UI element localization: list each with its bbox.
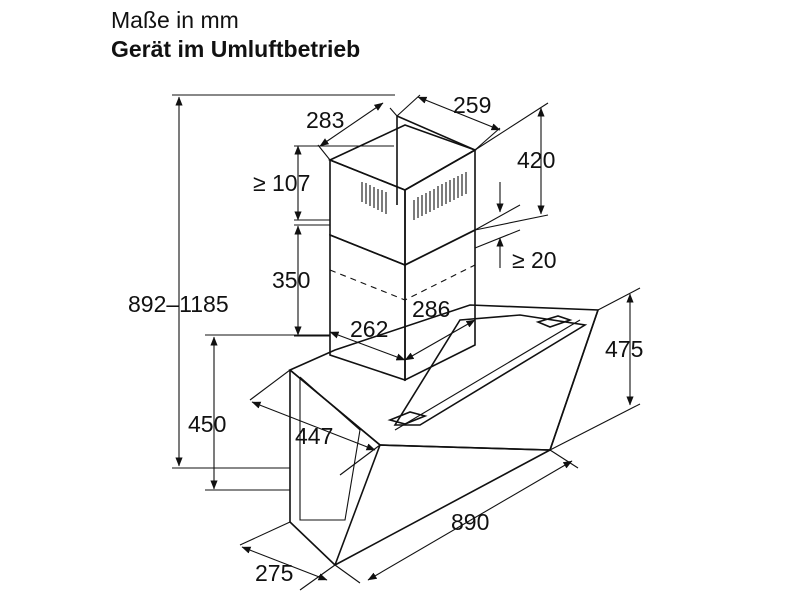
label-890: 890 bbox=[451, 509, 489, 535]
dim-panel-height: 475 bbox=[549, 287, 643, 451]
label-350: 350 bbox=[272, 267, 310, 293]
label-275: 275 bbox=[255, 560, 293, 586]
drawing-title: Gerät im Umluftbetrieb bbox=[111, 36, 361, 62]
label-259: 259 bbox=[453, 92, 491, 118]
dimension-lines: 283 259 420 ≥ 107 bbox=[128, 92, 643, 591]
units-note: Maße in mm bbox=[111, 7, 239, 33]
dim-top-gap: ≥ 107 bbox=[253, 145, 394, 221]
label-447: 447 bbox=[295, 423, 333, 449]
label-475: 475 bbox=[605, 336, 643, 362]
label-20: ≥ 20 bbox=[512, 247, 557, 273]
lower-chimney bbox=[329, 228, 476, 382]
dim-upper-height: 420 bbox=[474, 102, 555, 231]
label-283: 283 bbox=[306, 107, 344, 133]
vent-slots-right bbox=[413, 172, 467, 220]
dim-chimney-depth: 259 bbox=[396, 92, 501, 151]
label-107: ≥ 107 bbox=[253, 170, 310, 196]
dim-chimney-width: 283 bbox=[306, 102, 398, 161]
label-450: 450 bbox=[188, 411, 226, 437]
dim-overlap: ≥ 20 bbox=[474, 182, 557, 273]
label-286: 286 bbox=[412, 296, 450, 322]
dim-base-depth: 275 bbox=[239, 521, 336, 591]
label-892-1185: 892–1185 bbox=[128, 291, 229, 317]
label-420: 420 bbox=[517, 147, 555, 173]
dim-total-height: 892–1185 bbox=[128, 94, 395, 469]
dim-body-height: 450 bbox=[188, 334, 330, 491]
dim-lower-height: 350 bbox=[272, 224, 330, 337]
hood-body bbox=[288, 115, 600, 566]
dim-body-depth: 447 bbox=[249, 369, 381, 476]
label-262: 262 bbox=[350, 316, 388, 342]
upper-chimney bbox=[327, 115, 477, 267]
dim-width: 890 bbox=[334, 449, 579, 584]
dim-chimney-base: 262 286 bbox=[329, 296, 476, 361]
vent-slots-left bbox=[361, 182, 387, 214]
